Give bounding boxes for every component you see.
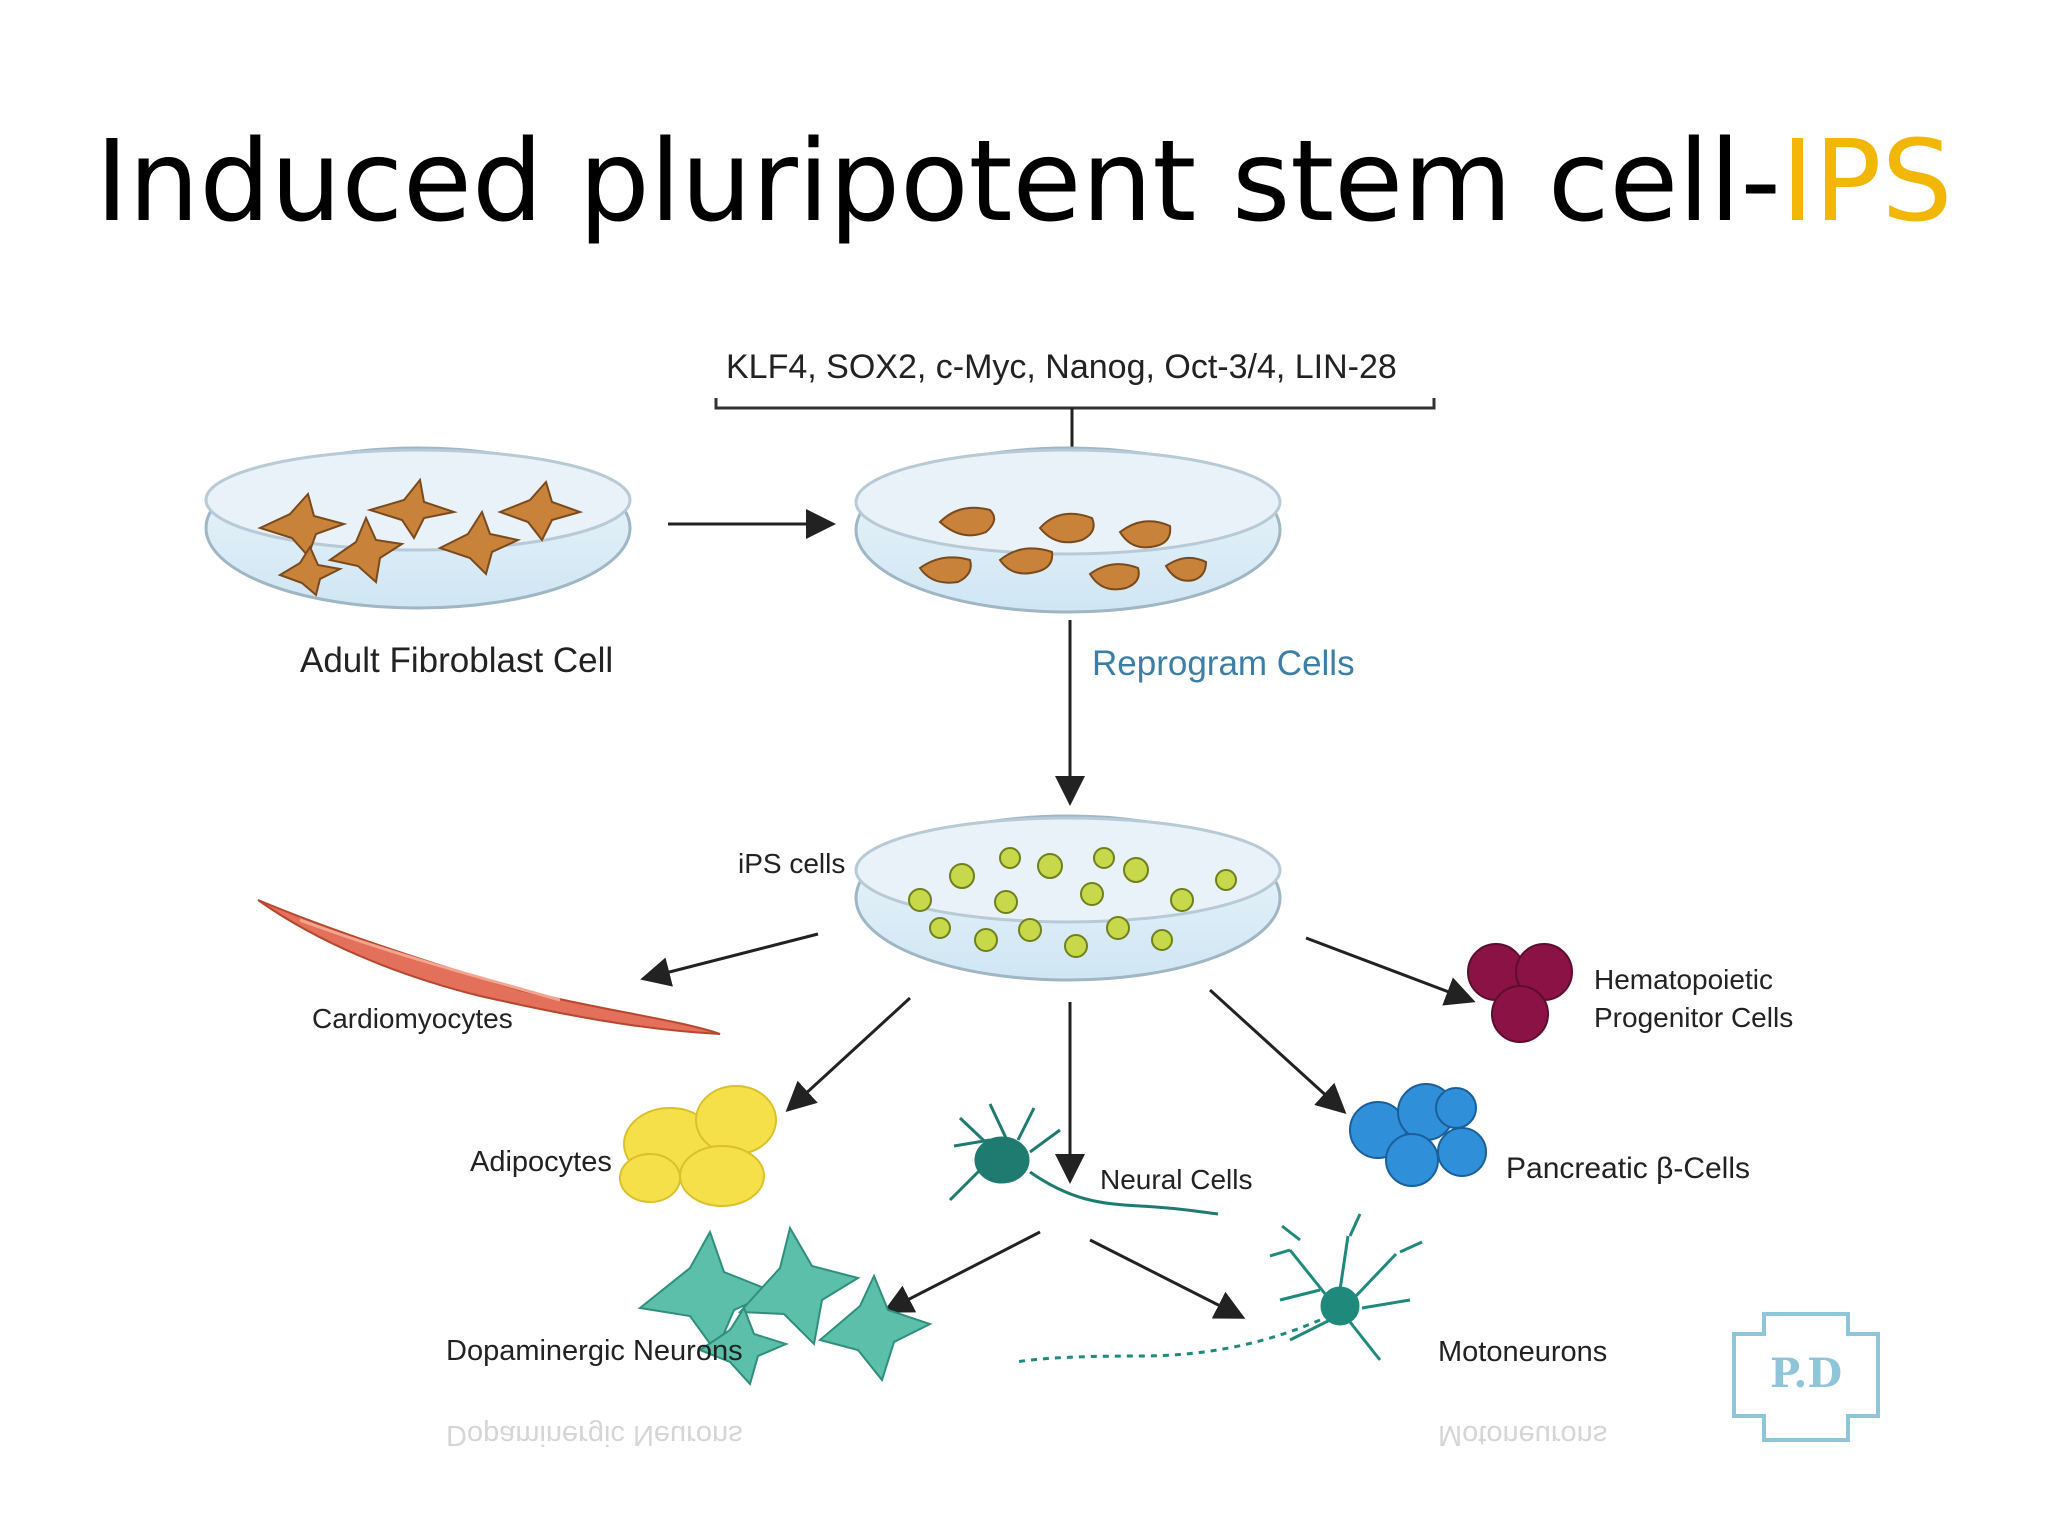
fibroblast-cell [327, 515, 405, 584]
fibroblast-cell [437, 509, 522, 576]
ips-colony [929, 917, 951, 939]
adipocyte-cell [679, 1145, 765, 1207]
factors-bracket [714, 398, 1436, 410]
reprogramming-cell [1088, 563, 1140, 591]
ips-dish [854, 814, 1282, 982]
pancreatic-cell [1437, 1127, 1487, 1177]
ips-colony [994, 890, 1018, 914]
reprogramming-cell [1164, 556, 1208, 582]
arrow-to-pancreatic [1208, 988, 1347, 1115]
slide-title: Induced pluripotent stem cell-IPS [0, 118, 2048, 247]
ips-colony [949, 863, 975, 889]
arrow-to-motoneurons [1089, 1238, 1246, 1319]
neural-cell [948, 1103, 1219, 1216]
motoneurons-label: Motoneurons [1438, 1336, 1608, 1368]
ips-colony [1170, 888, 1194, 912]
ips-colony [1123, 857, 1149, 883]
arrow-to-dopaminergic [882, 1230, 1041, 1313]
ips-colony [1093, 847, 1115, 869]
reprogram-dish [854, 446, 1282, 614]
adult-fibroblast-label: Adult Fibroblast Cell [300, 641, 614, 680]
ips-colony [1037, 853, 1063, 879]
fibroblast-cell [277, 544, 344, 597]
cardiomyocyte-striation [299, 918, 561, 1002]
ips-colony [1106, 916, 1130, 940]
cardiomyocytes-label: Cardiomyocytes [312, 1003, 513, 1034]
reprogramming-cell [1038, 512, 1095, 544]
title-accent: IPS [1780, 117, 1953, 247]
dopaminergic-neuron [737, 1225, 861, 1347]
hematopoietic-label-line2: Progenitor Cells [1594, 1002, 1794, 1033]
fibroblast-cell [497, 479, 584, 542]
ips-colony [974, 928, 998, 952]
reflection-motoneurons-label: Motoneurons [1438, 1419, 1608, 1451]
arrow-to-adipocytes [785, 996, 912, 1113]
ips-colony [908, 888, 932, 912]
hematopoietic-cell [1491, 985, 1549, 1043]
reprogramming-cell [998, 547, 1054, 575]
hematopoietic-label-line1: Hematopoietic [1594, 964, 1773, 995]
adipocyte-cell [619, 1153, 681, 1203]
pd-logo-text: P.D [1769, 1350, 1843, 1397]
neural-cells-label: Neural Cells [1100, 1164, 1253, 1195]
dopaminergic-neuron-cluster [637, 1225, 933, 1387]
arrow-to-hematopoietic [1305, 936, 1476, 1006]
ips-colony [999, 847, 1021, 869]
ips-colony [1215, 869, 1237, 891]
motoneuron [1015, 1213, 1423, 1364]
title-main: Induced pluripotent stem cell- [95, 117, 1781, 247]
ips-cells-label: iPS cells [738, 848, 846, 879]
arrow-to-cardiomyocytes [640, 932, 819, 987]
reflection: Dopaminergic Neurons Motoneurons [200, 1398, 1800, 1536]
pancreatic-cells-label: Pancreatic β-Cells [1506, 1152, 1750, 1185]
factors-label: KLF4, SOX2, c-Myc, Nanog, Oct-3/4, LIN-2… [726, 348, 1397, 386]
dopaminergic-neuron [697, 1305, 789, 1387]
ips-colony [1064, 934, 1088, 958]
fibroblast-cell [257, 491, 348, 558]
dopaminergic-neuron [817, 1273, 933, 1383]
fibroblast-cell [366, 477, 458, 540]
pancreatic-cluster [1349, 1083, 1487, 1187]
adipocyte-cell [695, 1085, 777, 1155]
reprogramming-cell [938, 506, 996, 537]
reflection-dopaminergic-label: Dopaminergic Neurons [446, 1419, 743, 1451]
reprogramming-cell [918, 556, 972, 584]
pancreatic-cell [1385, 1133, 1439, 1187]
reprogramming-cell [1118, 520, 1172, 549]
pancreatic-cell [1435, 1087, 1477, 1129]
hematopoietic-cluster [1467, 943, 1573, 1043]
ips-colony [1151, 929, 1173, 951]
ips-colony [1080, 882, 1104, 906]
pd-logo: P.D [1730, 1312, 1882, 1442]
hematopoietic-label: Hematopoietic Progenitor Cells [1594, 961, 1793, 1037]
dopaminergic-neurons-label: Dopaminergic Neurons [446, 1335, 743, 1367]
ips-colony [1018, 918, 1042, 942]
adipocyte-cluster [619, 1085, 777, 1207]
reprogram-cells-label: Reprogram Cells [1092, 644, 1355, 683]
adipocytes-label: Adipocytes [470, 1146, 612, 1178]
pd-logo-frame [1732, 1312, 1880, 1442]
fibroblast-dish [204, 446, 632, 610]
